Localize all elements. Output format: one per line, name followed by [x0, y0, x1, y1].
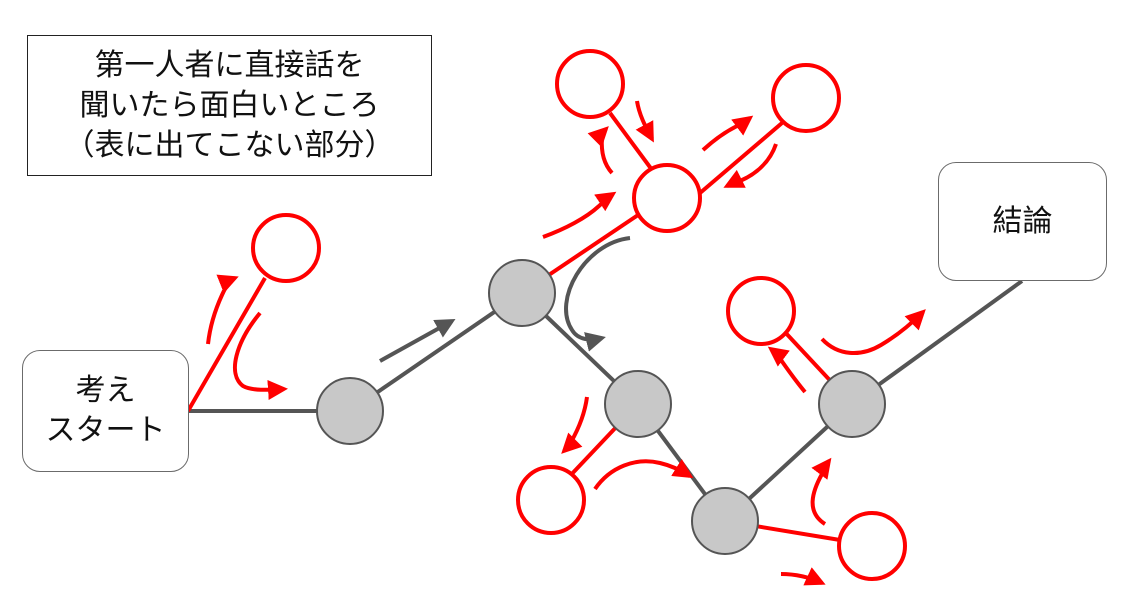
branch-node [251, 213, 321, 283]
start-node-line: スタート [45, 413, 166, 448]
start-node-line: 考え [75, 373, 136, 408]
branch-arrow [780, 567, 826, 586]
main-path-line [348, 291, 524, 413]
branch-arrow [542, 191, 617, 239]
branch-arrow [767, 346, 807, 394]
branch-nodes [251, 49, 907, 581]
branch-node [771, 63, 841, 133]
flow-arrow [379, 319, 456, 363]
main-nodes [316, 259, 886, 555]
main-path-line [850, 279, 1024, 406]
branch-line [698, 121, 784, 195]
branch-arrow [206, 274, 239, 345]
branch-line [608, 111, 660, 180]
main-flow-arrows [379, 236, 631, 363]
branch-node [837, 511, 907, 581]
end-node: 結論 [938, 162, 1107, 281]
flow-arrow [564, 236, 631, 352]
branch-arrow [820, 309, 926, 356]
branch-node [726, 276, 796, 346]
branch-arrow [561, 396, 589, 454]
main-node [691, 487, 759, 555]
branch-node [516, 465, 586, 535]
end-node-label: 結論 [992, 203, 1053, 239]
note-line: （表に出てこない部分） [64, 127, 395, 163]
main-node [488, 259, 556, 327]
main-node [604, 370, 672, 438]
note-line: 聞いたら面白いところ [79, 87, 380, 123]
note-line: 第一人者に直接話を [94, 47, 365, 83]
branch-arrow [593, 459, 694, 491]
branch-arrows [206, 100, 926, 586]
branch-node [555, 49, 625, 119]
main-node [818, 370, 886, 438]
branch-arrow [810, 457, 832, 526]
note-box: 第一人者に直接話を 聞いたら面白いところ （表に出てこない部分） [27, 35, 432, 176]
start-node: 考え スタート [22, 350, 189, 472]
branch-line [186, 276, 267, 413]
branch-arrow [635, 100, 654, 143]
branch-arrow [723, 143, 778, 188]
branch-node [632, 163, 702, 233]
branch-arrow [233, 311, 288, 400]
branch-arrow [587, 126, 614, 175]
branch-arrow [701, 115, 754, 152]
main-node [316, 377, 384, 445]
